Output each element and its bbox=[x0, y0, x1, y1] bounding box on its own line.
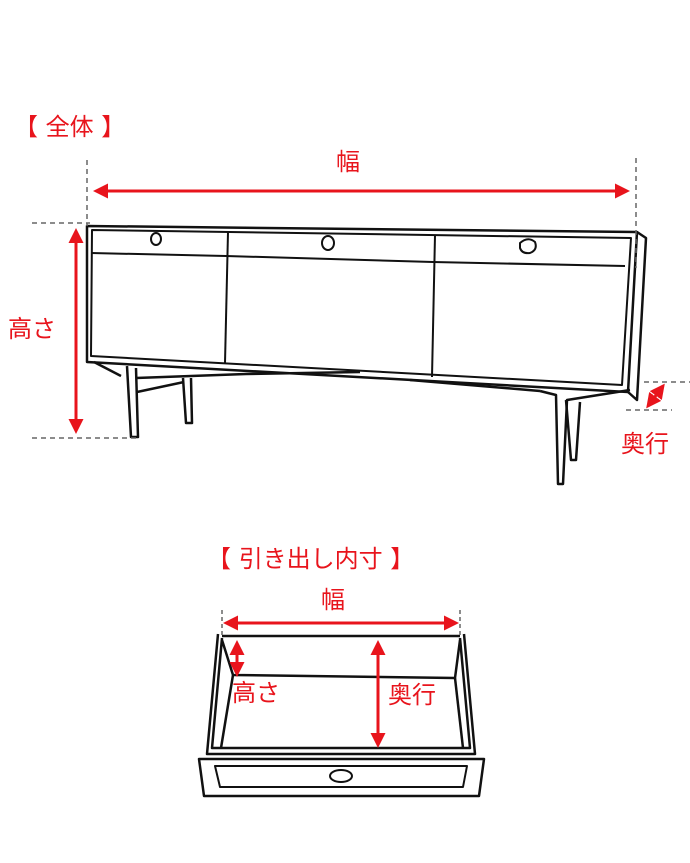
drawer-depth-label: 奥行 bbox=[388, 681, 436, 709]
drawer-drawing bbox=[197, 633, 486, 798]
guide-lines-drawer bbox=[221, 610, 461, 636]
guide-lines-overall bbox=[32, 158, 690, 439]
overall-height-label: 高さ bbox=[8, 315, 56, 343]
overall-depth-label: 奥行 bbox=[621, 430, 669, 458]
sideboard-drawing bbox=[85, 224, 648, 486]
overall-width-label: 幅 bbox=[336, 148, 360, 176]
dimension-arrows-drawer bbox=[223, 615, 459, 748]
drawer-width-label: 幅 bbox=[321, 586, 345, 614]
drawer-height-label: 高さ bbox=[232, 679, 280, 707]
dimension-arrows-overall bbox=[68, 183, 665, 434]
overall-heading: 【 全体 】 bbox=[14, 113, 126, 141]
drawer-heading: 【 引き出し内寸 】 bbox=[207, 545, 415, 573]
depth-arrow bbox=[646, 383, 665, 409]
